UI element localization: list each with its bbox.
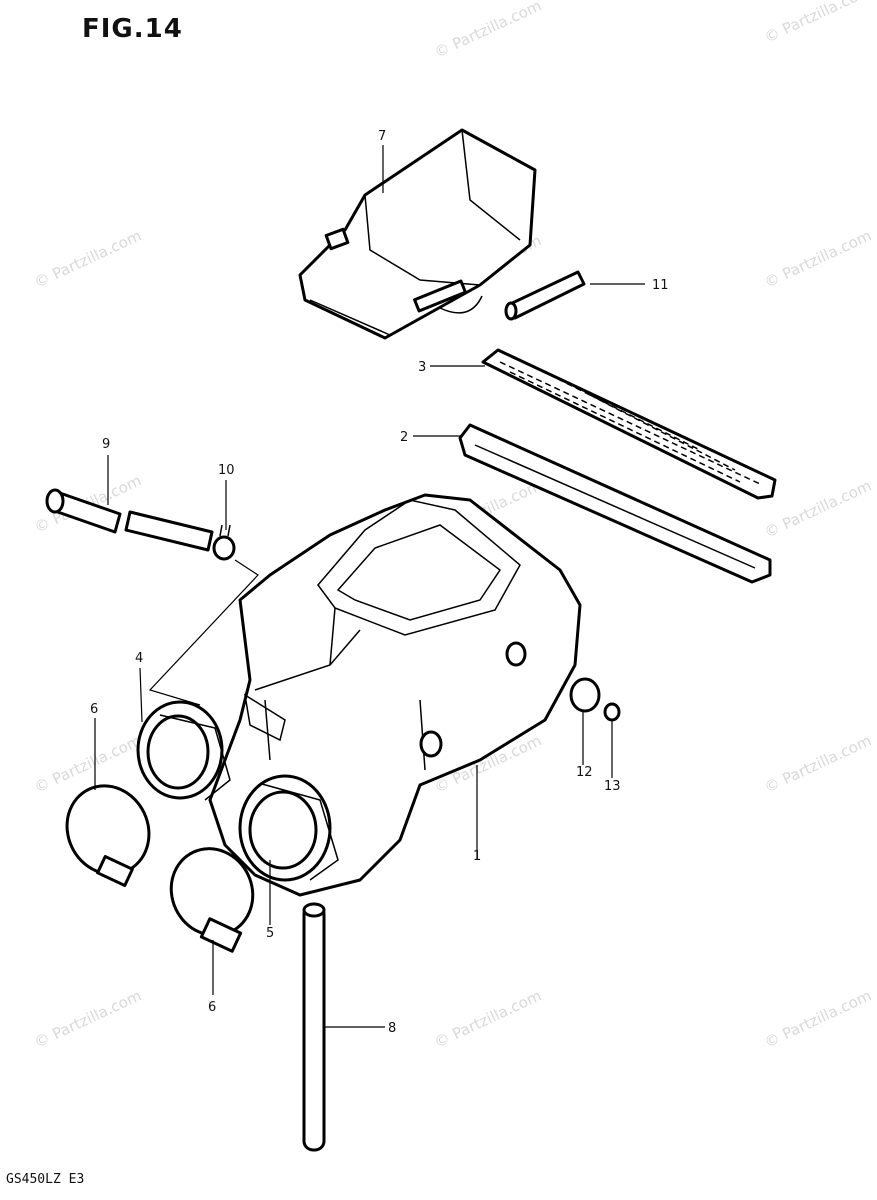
leader-line [139, 667, 143, 723]
ref-number: 9 [102, 437, 110, 452]
part-13-plug [603, 702, 621, 722]
part-8-drain-pipe [302, 902, 326, 1152]
ref-number: 6 [90, 702, 98, 717]
part-10-clip [212, 524, 236, 561]
part-4-boot [136, 700, 231, 801]
ref-number: 11 [652, 278, 669, 293]
part-9-hose [45, 488, 214, 552]
ref-number: 1 [473, 849, 481, 864]
ref-number: 4 [135, 651, 143, 666]
figure-title: FIG.14 [82, 14, 183, 44]
ref-number: 10 [218, 463, 235, 478]
ref-number: 6 [208, 1000, 216, 1015]
part-6-clamp-lower [169, 847, 255, 953]
ref-number: 2 [400, 430, 408, 445]
part-3-element [481, 348, 777, 500]
leader-line [148, 559, 259, 706]
ref-number: 3 [418, 360, 426, 375]
part-7-cap [298, 128, 537, 340]
model-code: GS450LZ E3 [6, 1172, 85, 1187]
ref-number: 8 [388, 1021, 396, 1036]
part-11-pipe [504, 270, 586, 321]
part-5-boot [238, 774, 339, 882]
ref-number: 5 [266, 926, 274, 941]
ref-number: 13 [604, 779, 621, 794]
ref-number: 7 [378, 129, 386, 144]
part-6-clamp-upper [65, 784, 151, 887]
part-2-filter [458, 423, 772, 584]
ref-number: 12 [576, 765, 593, 780]
part-12-grommet [569, 677, 601, 713]
